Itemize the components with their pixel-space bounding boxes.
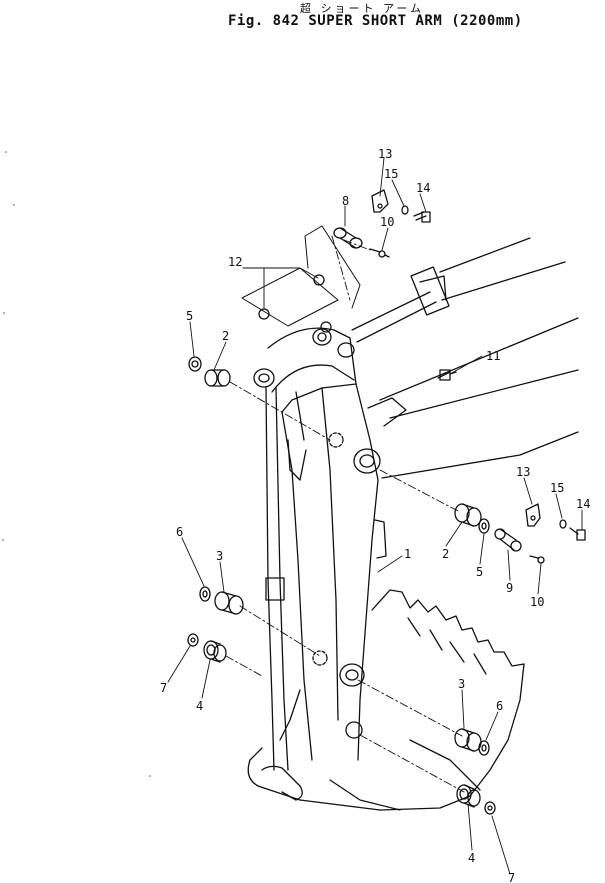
shim-12b bbox=[313, 274, 325, 286]
seal-7-left bbox=[187, 633, 199, 647]
callout-9: 9 bbox=[506, 581, 513, 595]
callout-10-upper: 10 bbox=[380, 215, 394, 229]
leader-lines bbox=[167, 157, 583, 875]
callout-14-upper: 14 bbox=[416, 181, 430, 195]
bushing-2-right bbox=[454, 503, 482, 527]
callout-2-right: 2 bbox=[442, 547, 449, 561]
bushing-3-right bbox=[454, 728, 482, 752]
bushing-3-left bbox=[214, 591, 244, 615]
callout-7-left: 7 bbox=[160, 681, 167, 695]
seal-6-right bbox=[478, 740, 490, 756]
title-japanese: 超 ショート アーム bbox=[300, 2, 425, 15]
callout-3-left: 3 bbox=[216, 549, 223, 563]
seal-5-right bbox=[478, 518, 490, 534]
bolt-14-upper bbox=[413, 211, 431, 223]
callout-6-left: 6 bbox=[176, 525, 183, 539]
callout-15-right: 15 bbox=[550, 481, 564, 495]
callout-11: 11 bbox=[486, 349, 500, 363]
callout-5-upper: 5 bbox=[186, 309, 193, 323]
fitting-10-upper bbox=[369, 248, 390, 258]
callout-4-right: 4 bbox=[468, 851, 475, 865]
callout-15-upper: 15 bbox=[384, 167, 398, 181]
shim-12c bbox=[320, 321, 332, 333]
callout-13-upper: 13 bbox=[378, 147, 392, 161]
boom-cylinder-rod bbox=[351, 266, 450, 343]
callout-10-right: 10 bbox=[530, 595, 544, 609]
center-lines bbox=[225, 235, 465, 793]
figure-title: Fig. 842 SUPER SHORT ARM (2200mm) bbox=[228, 13, 523, 29]
bushing-4-left bbox=[203, 640, 227, 663]
fitting-10-right bbox=[529, 555, 545, 564]
seal-7-right bbox=[484, 801, 496, 815]
bolt-14-right bbox=[569, 527, 586, 541]
callout-6-right: 6 bbox=[496, 699, 503, 713]
arm-cylinder-rod bbox=[261, 387, 303, 801]
callout-3-right: 3 bbox=[458, 677, 465, 691]
scan-specks bbox=[2, 151, 151, 777]
callout-labels: 13 15 14 8 10 12 5 2 11 13 15 14 6 3 1 2… bbox=[160, 147, 590, 883]
callout-14-right: 14 bbox=[576, 497, 590, 511]
lock-plate-13-upper bbox=[371, 189, 389, 213]
pin-9 bbox=[494, 528, 522, 552]
callout-12: 12 bbox=[228, 255, 242, 269]
callout-8: 8 bbox=[342, 194, 349, 208]
pin-8 bbox=[333, 227, 363, 249]
bucket bbox=[247, 589, 525, 811]
washer-15-right bbox=[559, 519, 567, 529]
callout-4-left: 4 bbox=[196, 699, 203, 713]
boom-outline bbox=[367, 237, 579, 479]
seal-5-upper bbox=[188, 356, 202, 372]
callout-13-right: 13 bbox=[516, 465, 530, 479]
shim-12a bbox=[258, 308, 270, 320]
lock-plate-13-right bbox=[525, 503, 541, 527]
washer-15-upper bbox=[401, 205, 409, 215]
callout-5-right: 5 bbox=[476, 565, 483, 579]
plate-group-upper bbox=[241, 225, 361, 327]
bushing-4-right bbox=[456, 784, 481, 808]
callout-7-right: 7 bbox=[508, 871, 515, 883]
arm-body bbox=[267, 327, 387, 761]
seal-6-left bbox=[199, 586, 211, 602]
bushing-2-upper bbox=[204, 369, 231, 387]
arm-top-pins bbox=[253, 328, 355, 388]
callout-1: 1 bbox=[404, 547, 411, 561]
callout-2-upper: 2 bbox=[222, 329, 229, 343]
